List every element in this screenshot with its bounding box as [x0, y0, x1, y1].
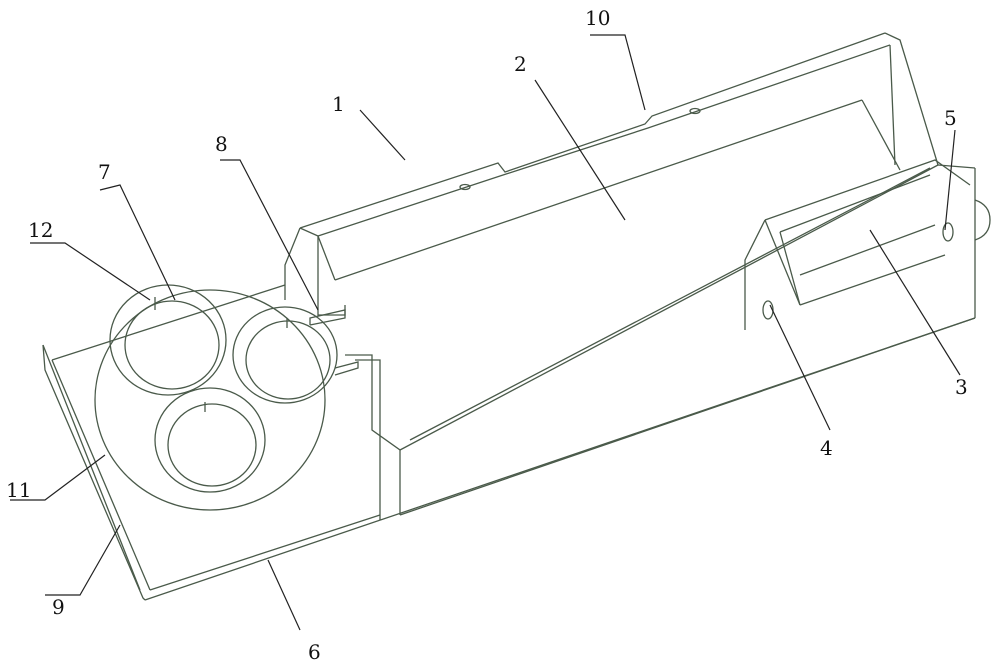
cylinders: [95, 285, 358, 510]
label-12: 12: [28, 218, 53, 242]
label-6: 6: [308, 640, 321, 664]
leader-lines: [10, 35, 960, 630]
label-7: 7: [98, 160, 111, 184]
label-10: 10: [585, 6, 610, 30]
label-3: 3: [955, 375, 968, 399]
label-9: 9: [52, 595, 65, 619]
label-5: 5: [944, 106, 957, 130]
label-1: 1: [332, 92, 345, 116]
housing-outline: [43, 33, 990, 600]
label-4: 4: [820, 436, 833, 460]
label-11: 11: [6, 478, 31, 502]
label-2: 2: [514, 52, 527, 76]
label-8: 8: [215, 132, 228, 156]
